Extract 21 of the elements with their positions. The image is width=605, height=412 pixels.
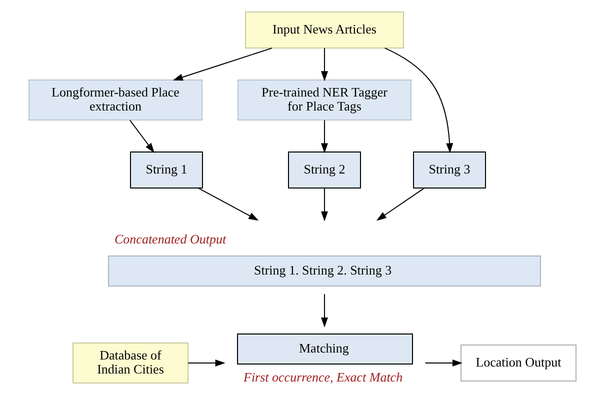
arrow xyxy=(321,120,328,154)
arrow xyxy=(172,48,273,81)
arrow xyxy=(321,48,328,82)
node-label: Concatenated Output xyxy=(114,231,226,246)
node-label: First occurrence, Exact Match xyxy=(244,369,403,384)
node-box: Longformer-based Place extraction xyxy=(28,80,202,120)
node-box: String 2 xyxy=(288,152,361,188)
node-box: Database of Indian Cities xyxy=(72,342,188,384)
node-box: String 3 xyxy=(413,152,486,188)
arrow xyxy=(129,120,154,153)
arrow xyxy=(321,188,328,222)
node-box: Pre-trained NER Tagger for Place Tags xyxy=(238,80,412,120)
arrow xyxy=(188,360,226,366)
arrow xyxy=(321,294,328,328)
arrow xyxy=(198,188,259,221)
node-box: Location Output xyxy=(460,344,576,382)
arrow xyxy=(376,188,425,221)
node-box: Input News Articles xyxy=(245,12,404,48)
node-box: String 1 xyxy=(130,152,203,188)
arrow xyxy=(424,360,462,366)
arrow xyxy=(384,48,454,154)
